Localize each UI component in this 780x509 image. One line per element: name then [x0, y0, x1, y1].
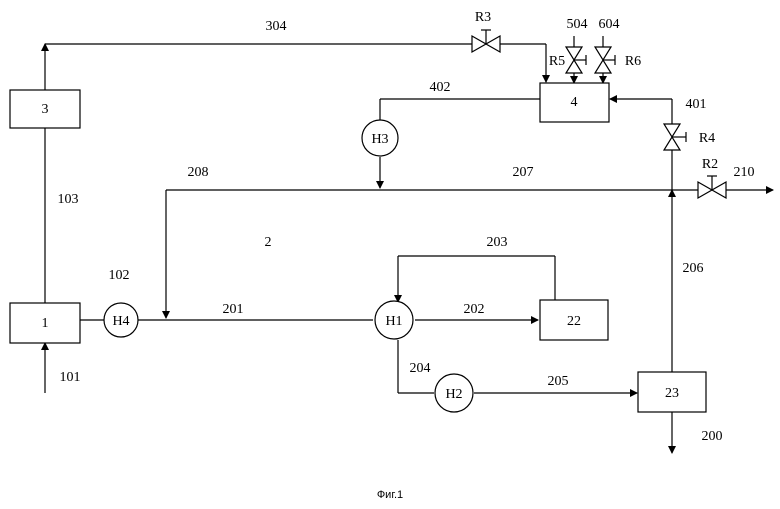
label-604: 604 — [599, 17, 620, 32]
svg-text:4: 4 — [571, 95, 578, 110]
label-101: 101 — [60, 370, 81, 385]
block-22: 22 — [540, 300, 608, 340]
svg-text:Н1: Н1 — [385, 314, 402, 329]
pump-h3: Н3 — [362, 120, 398, 156]
valve-r2 — [698, 176, 726, 198]
block-4: 4 — [540, 83, 609, 122]
label-r4: R4 — [699, 131, 715, 146]
label-r6: R6 — [625, 54, 641, 69]
valve-r3 — [472, 30, 500, 52]
valve-r5 — [566, 47, 586, 73]
label-206: 206 — [683, 261, 704, 276]
svg-text:1: 1 — [42, 316, 49, 331]
label-402: 402 — [430, 80, 451, 95]
label-201: 201 — [223, 302, 244, 317]
svg-text:Н3: Н3 — [371, 132, 388, 147]
block-1: 1 — [10, 303, 80, 343]
label-202: 202 — [464, 302, 485, 317]
label-102: 102 — [109, 268, 130, 283]
label-207: 207 — [513, 165, 534, 180]
label-401: 401 — [686, 97, 707, 112]
label-504: 504 — [567, 17, 588, 32]
label-203: 203 — [487, 235, 508, 250]
block-3: 3 — [10, 90, 80, 128]
pump-h1: Н1 — [375, 301, 413, 339]
label-208: 208 — [188, 165, 209, 180]
svg-text:23: 23 — [665, 386, 679, 401]
pump-h2: Н2 — [435, 374, 473, 412]
label-205: 205 — [548, 374, 569, 389]
label-210: 210 — [734, 165, 755, 180]
block-23: 23 — [638, 372, 706, 412]
label-200: 200 — [702, 429, 723, 444]
valve-r4 — [664, 124, 686, 150]
valve-r6 — [595, 47, 615, 73]
figure-caption: Фиг.1 — [377, 489, 403, 501]
label-zone-2: 2 — [265, 235, 272, 250]
label-r2: R2 — [702, 157, 718, 172]
label-r5: R5 — [549, 54, 565, 69]
label-103: 103 — [58, 192, 79, 207]
svg-text:22: 22 — [567, 314, 581, 329]
label-r3: R3 — [475, 10, 491, 25]
svg-text:Н2: Н2 — [445, 387, 462, 402]
svg-text:3: 3 — [42, 102, 49, 117]
pump-h4: Н4 — [104, 303, 138, 337]
label-204: 204 — [410, 361, 431, 376]
svg-text:Н4: Н4 — [112, 314, 129, 329]
label-304: 304 — [266, 19, 287, 34]
